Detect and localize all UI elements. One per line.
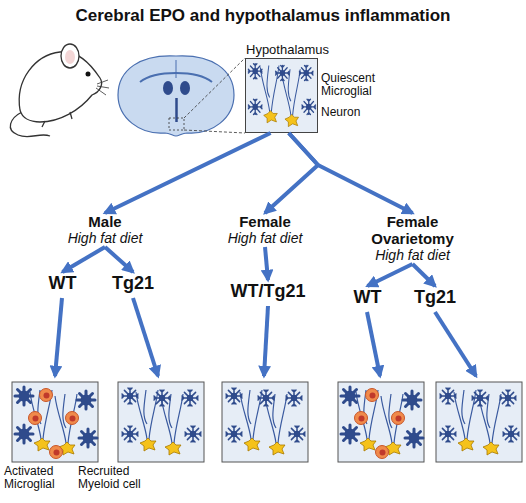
genotype-label: Tg21	[108, 272, 158, 294]
node-text: WT/Tg21	[228, 280, 308, 302]
flow-arrow	[105, 247, 133, 272]
node-text: WT	[40, 272, 85, 294]
mouse-drawing	[10, 44, 109, 137]
genotype-label: Tg21	[410, 286, 460, 308]
brain-slice	[118, 56, 245, 136]
node-text: Male	[55, 213, 155, 230]
callout-label: Activated Microglial	[4, 465, 74, 491]
genotype-label: WT	[345, 286, 390, 308]
node-text: Female	[215, 213, 315, 230]
flow-arrow	[105, 133, 271, 213]
outcome-boxes	[12, 382, 522, 462]
condition-text: High fat diet	[360, 247, 465, 264]
region-heading: Hypothalamus	[246, 42, 329, 57]
node-text: Female Ovarietomy	[360, 213, 465, 247]
condition-text: High fat diet	[55, 230, 155, 247]
region-fill	[245, 58, 318, 133]
callout-label: Recruited Myeloid cell	[78, 465, 153, 491]
callout-label: Neuron	[321, 106, 381, 119]
group-label: MaleHigh fat diet	[55, 213, 155, 247]
flow-arrow	[368, 264, 413, 286]
callout-label: Quiescent Microglial	[321, 72, 393, 98]
outcome-arrows	[55, 298, 476, 376]
condition-text: High fat diet	[215, 230, 315, 247]
diagram-title: Cerebral EPO and hypothalamus inflammati…	[0, 6, 526, 26]
flow-arrow	[265, 247, 268, 280]
flow-arrow	[63, 247, 106, 272]
group-label: FemaleHigh fat diet	[215, 213, 315, 247]
flow-arrow	[289, 133, 413, 213]
cell-illustration	[248, 64, 315, 127]
flow-arrow	[413, 264, 436, 286]
flow-arrow	[265, 133, 318, 213]
node-text: WT	[345, 286, 390, 308]
region-box: Hypothalamus	[245, 58, 318, 133]
node-text: Tg21	[410, 286, 460, 308]
genotype-label: WT/Tg21	[228, 280, 308, 302]
node-text: Tg21	[108, 272, 158, 294]
group-label: Female OvarietomyHigh fat diet	[360, 213, 465, 264]
genotype-label: WT	[40, 272, 85, 294]
